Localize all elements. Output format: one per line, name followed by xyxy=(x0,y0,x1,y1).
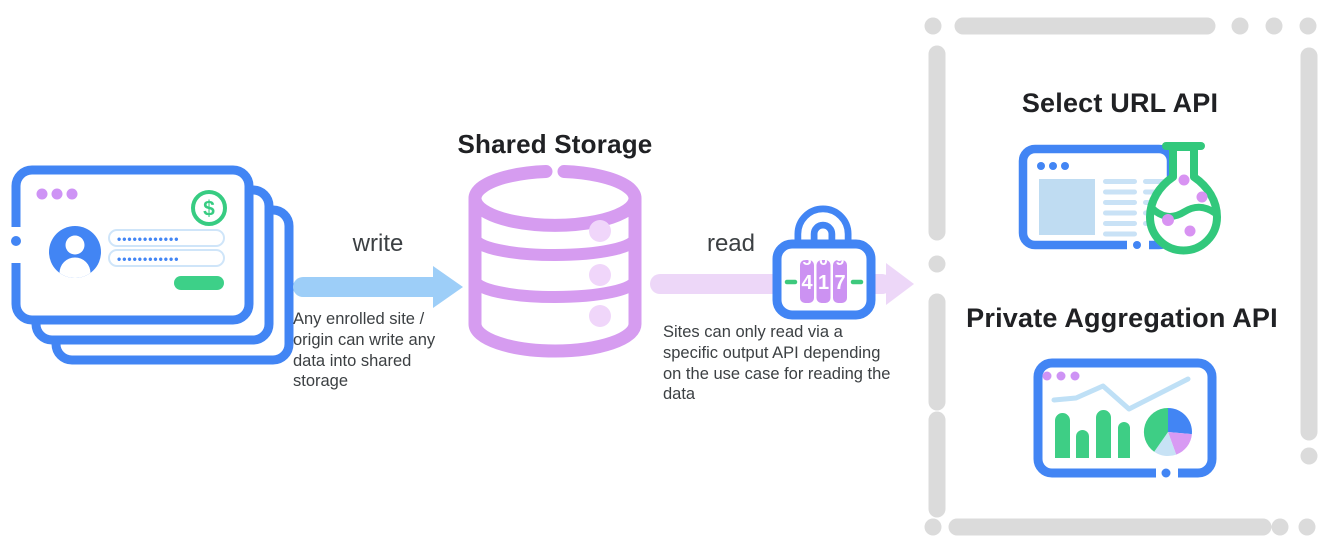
lock-digit-partial: 0 xyxy=(819,252,828,269)
dollar-symbol: $ xyxy=(203,198,215,221)
dashboard-charts-icon xyxy=(1033,358,1217,480)
flask-bubbles xyxy=(1162,174,1208,237)
band-separator xyxy=(469,278,641,303)
write-arrow-icon xyxy=(293,266,463,308)
window-border-dot xyxy=(1133,241,1141,249)
band-dots xyxy=(589,220,611,327)
read-description: Sites can only read via a specific outpu… xyxy=(663,323,891,404)
private-aggregation-api-title: Private Aggregation API xyxy=(966,303,1278,333)
combination-lock-icon: 4 1 7 5 0 9 3 2 8 xyxy=(772,205,876,320)
user-avatar-icon xyxy=(49,226,101,278)
password-field-1[interactable]: •••••••••••• xyxy=(108,229,225,247)
lock-digit-2: 1 xyxy=(818,272,829,294)
read-label: read xyxy=(706,230,756,257)
flask-liquid-wave xyxy=(1147,203,1219,220)
window-dots-icon xyxy=(36,188,78,200)
dashed-frame xyxy=(924,17,1318,536)
pie-chart-icon xyxy=(1143,407,1192,457)
lock-digit-partial: 2 xyxy=(819,302,828,319)
dollar-circle-icon: $ xyxy=(191,190,227,226)
window-dots-icon xyxy=(1037,162,1069,170)
database-cylinder-icon xyxy=(468,165,642,358)
lock-dials: 4 1 7 5 0 9 3 2 8 xyxy=(800,252,847,319)
line-chart-icon xyxy=(1051,376,1191,412)
window-dots-icon xyxy=(1042,371,1080,381)
password-field-2[interactable]: •••••••••••• xyxy=(108,249,225,267)
stacked-browser-cards-icon: $ •••••••••••• •••••••••••• xyxy=(10,165,294,365)
browser-with-flask-icon xyxy=(1018,142,1221,255)
shared-storage-title: Shared Storage xyxy=(457,129,653,159)
password-value-1: •••••••••••• xyxy=(117,232,179,246)
lock-digit-partial: 9 xyxy=(836,252,845,269)
password-value-2: •••••••••••• xyxy=(117,252,179,266)
flask-icon xyxy=(1146,142,1221,255)
submit-button[interactable] xyxy=(174,276,224,290)
select-url-api-title: Select URL API xyxy=(1021,88,1219,118)
lock-digit-partial: 8 xyxy=(836,302,845,319)
bar-chart-icon xyxy=(1055,410,1130,458)
lock-digit-1: 4 xyxy=(801,272,813,294)
write-label: write xyxy=(352,230,404,257)
write-description: Any enrolled site / origin can write any… xyxy=(293,310,436,391)
lock-digit-partial: 5 xyxy=(803,252,812,269)
lock-digit-partial: 3 xyxy=(803,302,812,319)
band-separator xyxy=(469,236,641,261)
lock-digit-3: 7 xyxy=(834,272,845,294)
content-block xyxy=(1039,179,1095,235)
cylinder-rim xyxy=(468,165,642,232)
window-border-dot xyxy=(1161,468,1171,478)
card-border-dot xyxy=(11,236,21,246)
